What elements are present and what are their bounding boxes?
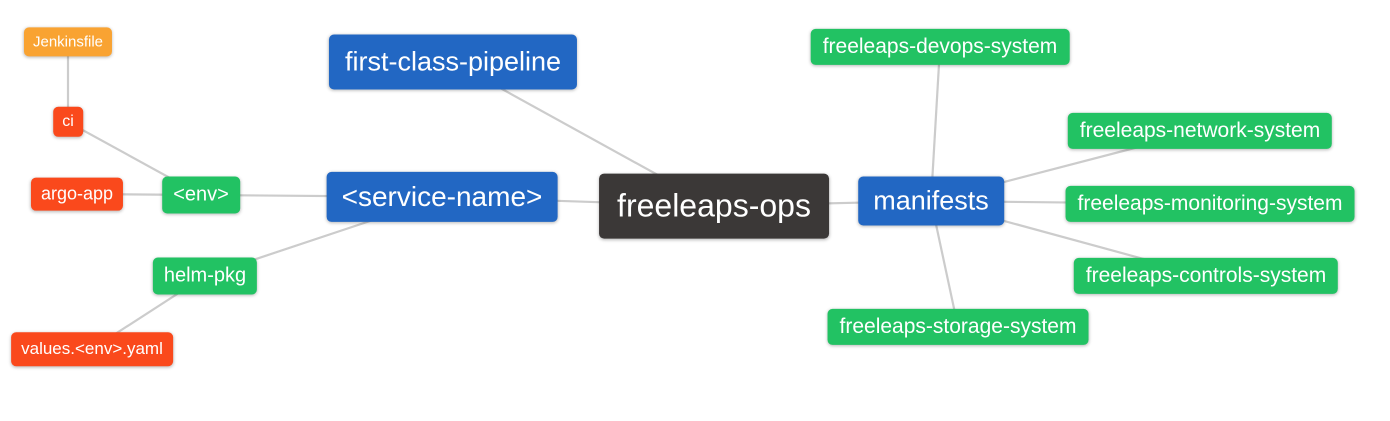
node-jenkinsfile[interactable]: Jenkinsfile: [23, 27, 113, 57]
node-service-name[interactable]: <service-name>: [326, 171, 558, 223]
node-freeleaps-storage-system[interactable]: freeleaps-storage-system: [827, 308, 1089, 346]
node-manifests[interactable]: manifests: [858, 176, 1004, 226]
node-freeleaps-monitoring-system[interactable]: freeleaps-monitoring-system: [1065, 185, 1355, 223]
node-freeleaps-ops[interactable]: freeleaps-ops: [599, 173, 829, 239]
node-argo-app[interactable]: argo-app: [30, 177, 124, 211]
node-ci[interactable]: ci: [53, 106, 83, 138]
node-freeleaps-network-system[interactable]: freeleaps-network-system: [1067, 112, 1333, 150]
edge-manifests-devops-system: [929, 46, 942, 202]
node-first-class-pipeline[interactable]: first-class-pipeline: [328, 34, 578, 90]
node-freeleaps-controls-system[interactable]: freeleaps-controls-system: [1073, 257, 1339, 295]
node-values-env-yaml[interactable]: values.<env>.yaml: [11, 332, 173, 366]
node-env[interactable]: <env>: [162, 176, 240, 214]
node-helm-pkg[interactable]: helm-pkg: [152, 257, 258, 295]
node-freeleaps-devops-system[interactable]: freeleaps-devops-system: [810, 28, 1070, 66]
